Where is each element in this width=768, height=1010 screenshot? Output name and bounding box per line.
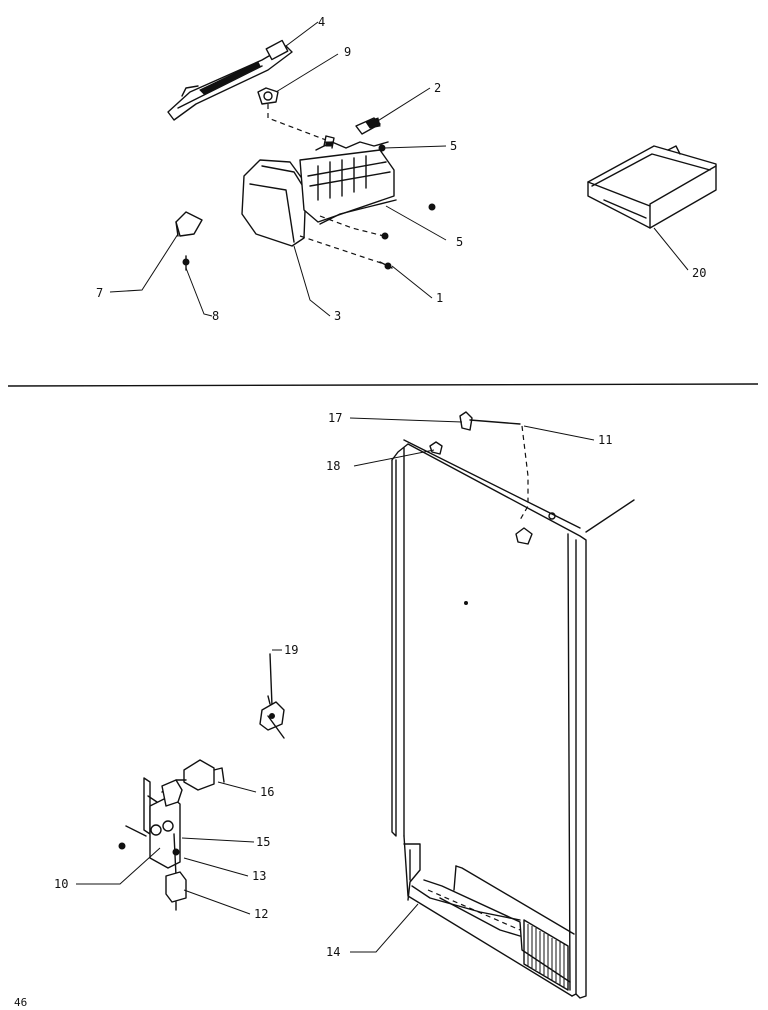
callout-3: 3	[334, 309, 341, 323]
callout-10: 10	[54, 877, 68, 891]
dashed-connection-screw-1	[299, 235, 385, 265]
callout-16: 16	[260, 785, 274, 799]
page-number: 46	[14, 996, 27, 1009]
callout-13: 13	[252, 869, 266, 883]
callout-18: 18	[326, 459, 340, 473]
callout-5-upper: 5	[450, 139, 457, 153]
callout-11: 11	[598, 433, 612, 447]
callout-7: 7	[96, 286, 103, 300]
dashed-connection-screws	[319, 215, 385, 237]
valve-assembly	[118, 759, 225, 911]
vent-grille	[523, 919, 569, 991]
part-9-fitting	[257, 87, 279, 105]
callout-leaders-lower	[76, 417, 595, 953]
part-2-clip	[355, 117, 381, 135]
callout-19: 19	[284, 643, 298, 657]
screw-5b	[381, 232, 389, 240]
part-18-fitting	[429, 441, 443, 455]
part-17-fitting	[459, 411, 521, 431]
part-3-icemaker-housing	[241, 135, 397, 247]
part-1-screw	[379, 261, 393, 270]
callout-2: 2	[434, 81, 441, 95]
door-panel	[391, 439, 635, 999]
callout-5-lower: 5	[456, 235, 463, 249]
callout-4: 4	[318, 15, 325, 29]
callout-leaders-upper	[109, 21, 689, 317]
part-19-valve	[259, 653, 285, 739]
part-4-harness	[167, 39, 293, 121]
callout-9: 9	[344, 45, 351, 59]
part-8-screw	[182, 255, 190, 271]
callout-15: 15	[256, 835, 270, 849]
section-divider	[7, 383, 759, 387]
callout-17: 17	[328, 411, 342, 425]
part-7-bracket	[175, 211, 203, 237]
callout-12: 12	[254, 907, 268, 921]
part-20-tray	[587, 145, 717, 229]
callout-14: 14	[326, 945, 340, 959]
callout-1: 1	[436, 291, 443, 305]
dashed-connection-11	[519, 425, 529, 521]
callout-8: 8	[212, 309, 219, 323]
screw-5	[428, 203, 436, 211]
dashed-connection-9	[267, 104, 327, 141]
callout-20: 20	[692, 266, 706, 280]
